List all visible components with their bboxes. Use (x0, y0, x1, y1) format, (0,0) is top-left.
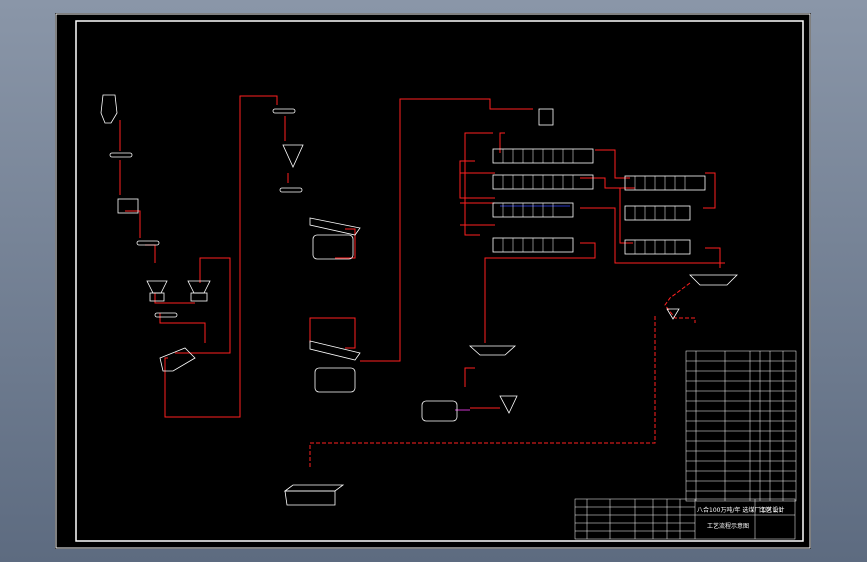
belt-feeder-icon (272, 108, 296, 114)
flotation-feed-icon (538, 108, 554, 126)
equipment-table (685, 350, 797, 502)
belt-feeder-icon (109, 152, 133, 158)
drawing-sheet: 八合100万吨/年 选煤厂工艺设计 工艺流程示意图 比例 1:1 (55, 13, 811, 549)
dewatering-screen-upper-icon (309, 217, 361, 260)
belt-feeder-icon (136, 240, 160, 246)
screen-right-icon (187, 280, 211, 302)
small-cone-icon (666, 308, 680, 320)
cyclone-icon (282, 144, 304, 168)
coal-yard-icon (284, 490, 336, 506)
raw-coal-bin-icon (100, 94, 118, 124)
belt-feeder-icon (154, 312, 178, 318)
outer-frame (55, 13, 811, 549)
project-title: 八合100万吨/年 选煤厂工艺设计 (697, 506, 784, 514)
flow-lines (119, 95, 725, 418)
filter-icon (421, 400, 458, 422)
screen-left-icon (146, 280, 168, 302)
belt-feeder-icon (279, 187, 303, 193)
flotation-bank-6 (624, 205, 691, 221)
process-flow-diagram: 八合100万吨/年 选煤厂工艺设计 工艺流程示意图 比例 1:1 (55, 13, 811, 549)
jig-icon (159, 347, 196, 372)
drawing-name: 工艺流程示意图 (707, 522, 749, 530)
title-block (574, 498, 796, 540)
bank3-dividers (502, 203, 554, 217)
crusher-icon (117, 198, 139, 214)
flotation-bank-7 (624, 239, 691, 255)
thickener-icon (468, 345, 517, 356)
dashed-flow-lines (309, 282, 696, 468)
inner-frame (75, 20, 804, 542)
coal-yard-top (283, 484, 345, 492)
drawing-scale: 比例 1:1 (759, 506, 783, 514)
cone-icon (499, 395, 518, 414)
thickener-right-icon (689, 274, 738, 286)
dewatering-screen-lower-icon (309, 340, 361, 393)
cell-dividers (502, 149, 686, 254)
